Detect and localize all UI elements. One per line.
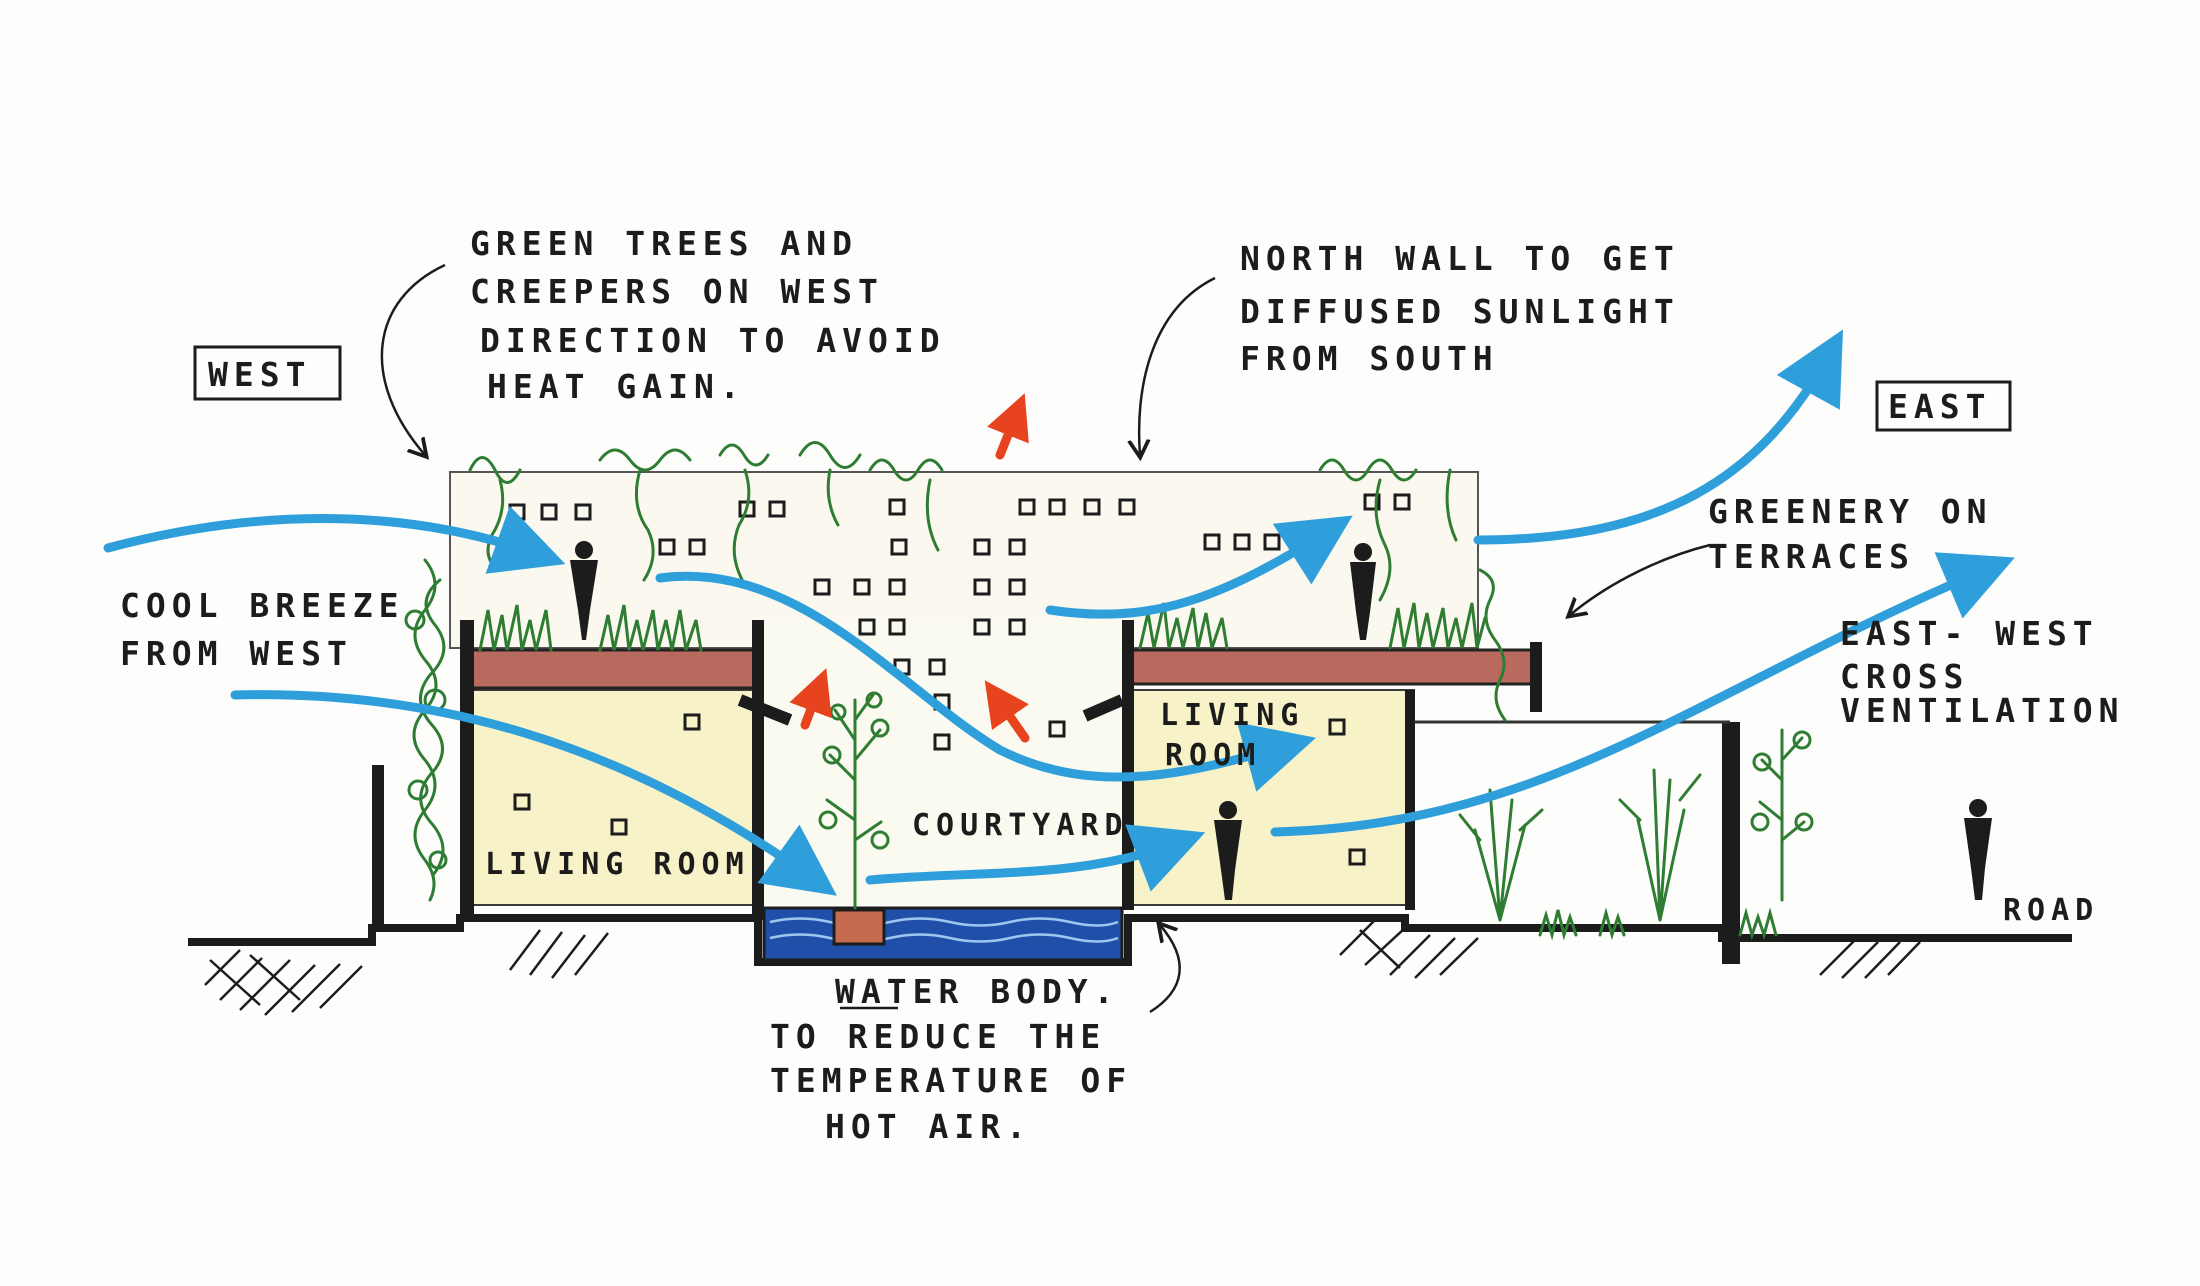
svg-text:DIFFUSED SUNLIGHT: DIFFUSED SUNLIGHT: [1240, 292, 1680, 331]
svg-text:CROSS: CROSS: [1840, 657, 1969, 696]
ground-line: [188, 914, 2072, 966]
svg-text:DIRECTION TO AVOID: DIRECTION TO AVOID: [480, 321, 946, 360]
courtyard-east-wall: [1122, 620, 1134, 910]
svg-text:COOL BREEZE: COOL BREEZE: [120, 586, 405, 625]
courtyard-label: COURTYARD: [912, 808, 1129, 843]
annotation-green-trees: GREEN TREES AND CREEPERS ON WEST DIRECTI…: [470, 224, 946, 406]
west-roof-slab: [463, 648, 759, 690]
east-roof-slab: [1126, 648, 1540, 686]
east-label: EAST: [1888, 387, 1991, 426]
leader-lines: [380, 263, 1711, 1014]
svg-text:NORTH WALL TO GET: NORTH WALL TO GET: [1240, 239, 1680, 278]
svg-text:HEAT GAIN.: HEAT GAIN.: [487, 367, 746, 406]
living-room-west-label: LIVING ROOM: [485, 847, 750, 882]
svg-text:WATER BODY.: WATER BODY.: [835, 972, 1120, 1011]
living-room-east-label-line1: LIVING: [1160, 698, 1304, 733]
svg-text:GREEN TREES AND: GREEN TREES AND: [470, 224, 858, 263]
svg-text:GREENERY ON: GREENERY ON: [1708, 492, 1993, 531]
courtyard-west-wall: [752, 620, 764, 920]
svg-text:VENTILATION: VENTILATION: [1840, 691, 2125, 730]
wall-openings: [508, 493, 1411, 866]
living-room-east-label-line2: ROOM: [1165, 738, 1261, 773]
people: [570, 541, 1992, 900]
svg-text:TERRACES: TERRACES: [1708, 537, 1915, 576]
planter-box: [832, 908, 886, 946]
annotation-cool-breeze: COOL BREEZE FROM WEST: [120, 586, 405, 673]
annotation-water-body: WATER BODY. TO REDUCE THE TEMPERATURE OF…: [770, 972, 1132, 1146]
svg-text:FROM SOUTH: FROM SOUTH: [1240, 339, 1499, 378]
svg-text:TEMPERATURE OF: TEMPERATURE OF: [770, 1061, 1132, 1100]
airflow-arrows: [103, 329, 2015, 896]
svg-text:CREEPERS ON WEST: CREEPERS ON WEST: [470, 272, 884, 311]
west-label: WEST: [208, 355, 311, 394]
west-label-box: [193, 345, 342, 401]
earth-hatching: [204, 919, 1921, 1016]
east-wall: [1405, 690, 1415, 910]
svg-text:TO REDUCE THE: TO REDUCE THE: [770, 1017, 1106, 1056]
svg-text:EAST- WEST: EAST- WEST: [1840, 614, 2099, 653]
svg-text:FROM WEST: FROM WEST: [120, 634, 353, 673]
annotation-north-wall: NORTH WALL TO GET DIFFUSED SUNLIGHT FROM…: [1240, 239, 1680, 378]
west-wall: [460, 620, 474, 920]
garage-column: [1722, 722, 1740, 964]
road-label: ROAD: [2003, 893, 2099, 928]
svg-text:HOT AIR.: HOT AIR.: [825, 1107, 1032, 1146]
annotation-greenery-terraces: GREENERY ON TERRACES: [1708, 492, 1993, 576]
greenery: [404, 441, 1814, 941]
east-label-box: [1875, 380, 2012, 432]
hot-air-arrows: [789, 393, 1030, 743]
annotation-cross-ventilation: EAST- WEST CROSS VENTILATION: [1840, 614, 2125, 730]
living-room-west-interior: [463, 689, 759, 906]
water-body: [762, 906, 1124, 962]
